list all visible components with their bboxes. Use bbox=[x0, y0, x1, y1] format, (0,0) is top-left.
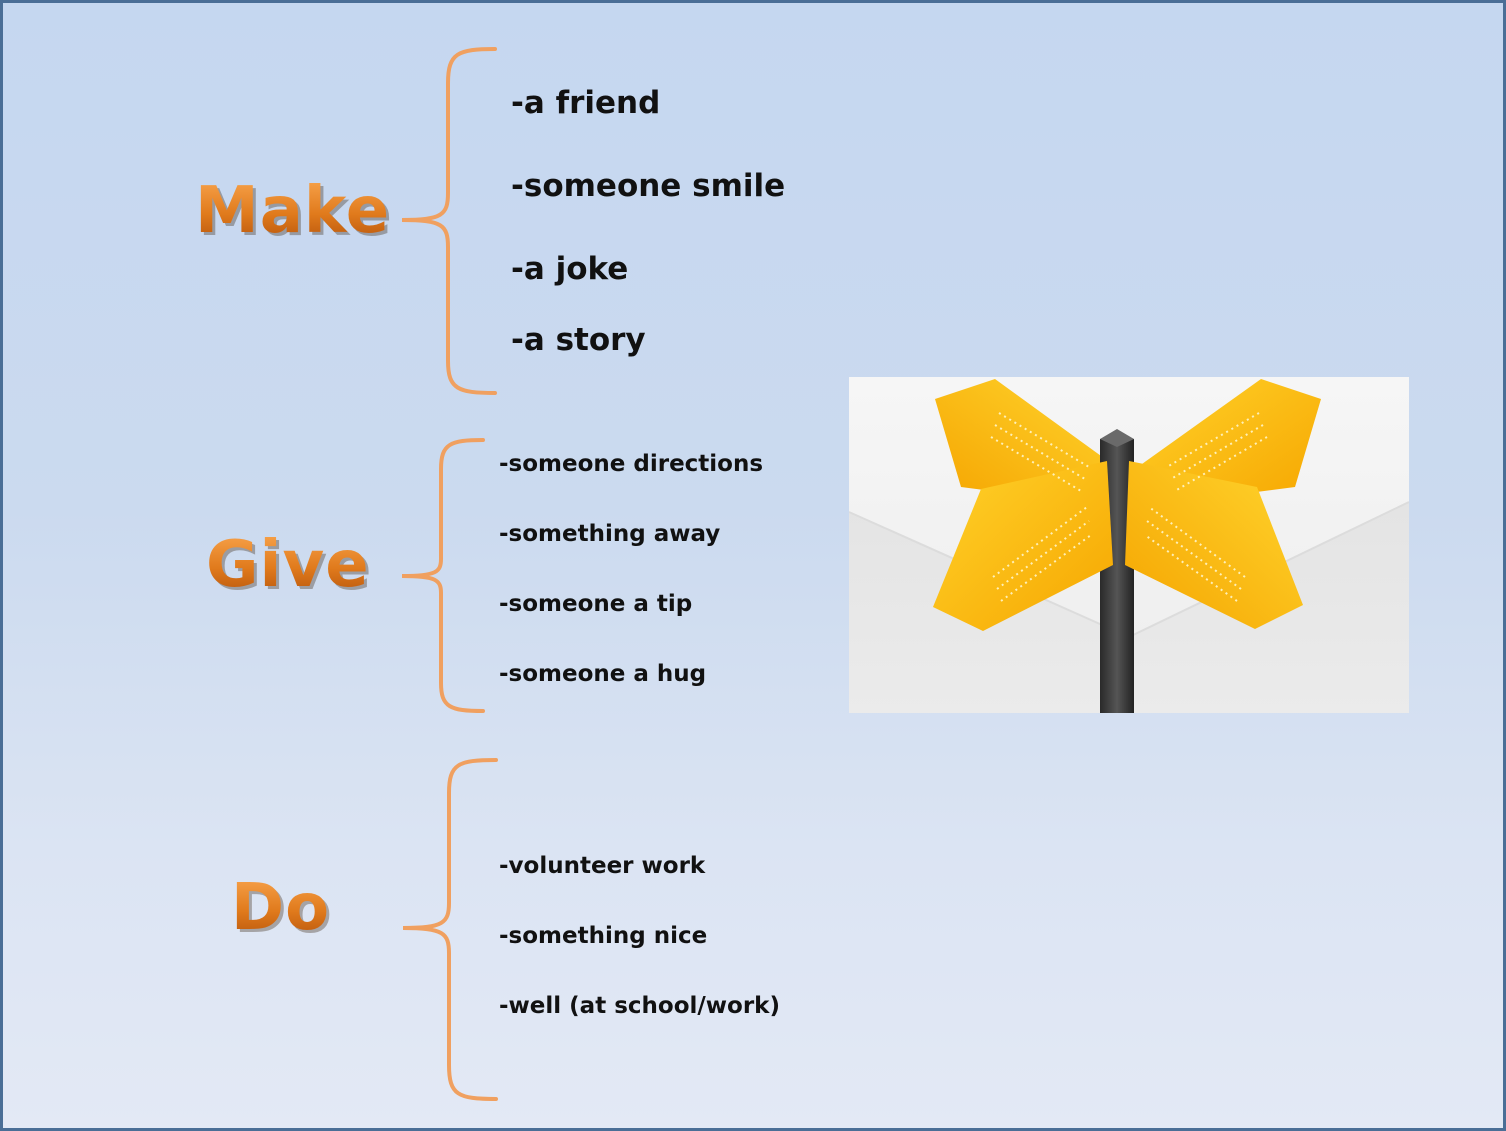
verb-do-shadow: Do bbox=[234, 879, 333, 943]
give-item: -something away bbox=[499, 521, 721, 547]
verb-give-shadow: Give bbox=[209, 536, 373, 600]
make-item: -someone smile bbox=[511, 168, 786, 204]
verb-make-shadow: Make bbox=[198, 182, 393, 246]
brace-do-icon bbox=[402, 758, 498, 1101]
make-item: -a friend bbox=[511, 85, 661, 121]
do-item: -something nice bbox=[499, 923, 708, 949]
verb-give: Give bbox=[206, 528, 370, 602]
verb-make: Make bbox=[195, 174, 391, 248]
give-item: -someone a hug bbox=[499, 661, 707, 687]
brace-make-icon bbox=[401, 47, 497, 395]
make-item: -a joke bbox=[511, 251, 629, 287]
give-item: -someone directions bbox=[499, 451, 764, 477]
give-item: -someone a tip bbox=[499, 591, 693, 617]
verb-do: Do bbox=[231, 871, 331, 945]
signpost-icon bbox=[849, 377, 1409, 713]
do-item: -well (at school/work) bbox=[499, 993, 780, 1019]
do-item: -volunteer work bbox=[499, 853, 706, 879]
brace-give-icon bbox=[401, 438, 485, 713]
make-item: -a story bbox=[511, 322, 646, 358]
